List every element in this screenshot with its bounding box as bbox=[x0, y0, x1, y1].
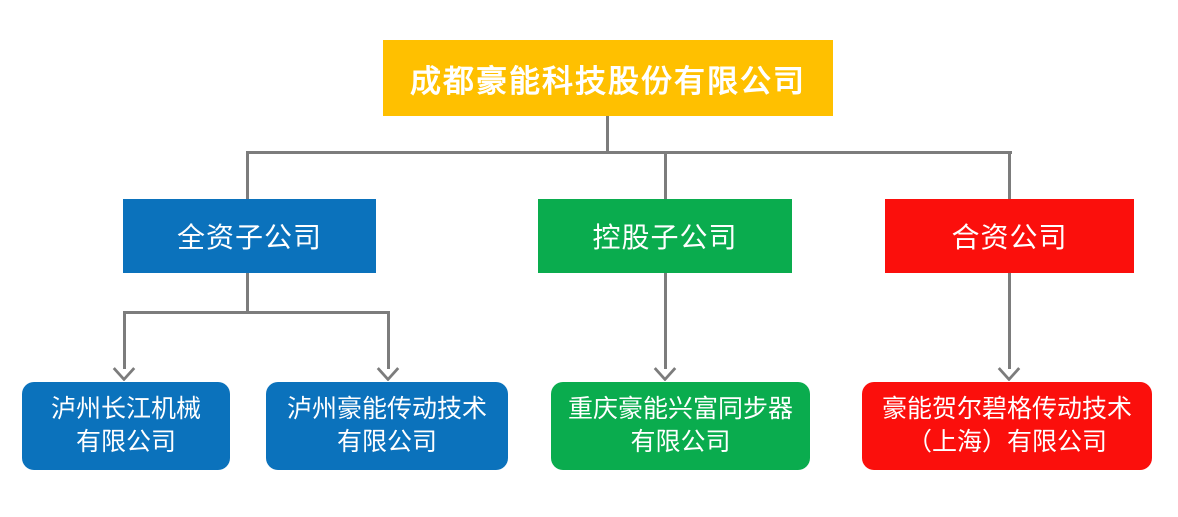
subsidiary-label-line2: 有限公司 bbox=[630, 428, 731, 456]
subsidiary-label-line2: 有限公司 bbox=[336, 428, 437, 456]
subsidiary-label-line2: （上海）有限公司 bbox=[906, 428, 1107, 456]
arrow-down-icon bbox=[653, 367, 677, 381]
subsidiary-label-line1: 泸州长江机械 bbox=[50, 395, 201, 423]
root-company-node: 成都豪能科技股份有限公司 bbox=[383, 40, 833, 116]
connector-level2-bus bbox=[123, 311, 389, 314]
subsidiary-label-line2: 有限公司 bbox=[75, 428, 176, 456]
category-label: 控股子公司 bbox=[592, 222, 738, 253]
arrow-down-icon bbox=[112, 367, 136, 381]
root-company-label: 成都豪能科技股份有限公司 bbox=[410, 63, 806, 99]
category-node-joint-venture: 合资公司 bbox=[885, 199, 1134, 273]
subsidiary-label-line1: 豪能贺尔碧格传动技术 bbox=[881, 395, 1132, 423]
subsidiary-node-hoerbiger-shanghai: 豪能贺尔碧格传动技术 （上海）有限公司 bbox=[862, 382, 1152, 470]
arrow-down-icon bbox=[376, 367, 400, 381]
category-label: 合资公司 bbox=[951, 222, 1068, 253]
connector-drop-holding bbox=[664, 151, 667, 199]
subsidiary-label-line1: 泸州豪能传动技术 bbox=[286, 395, 487, 423]
connector-arrow-sub2-line bbox=[387, 311, 390, 369]
connector-arrow-sub4-line bbox=[1008, 273, 1011, 369]
connector-level1-bus bbox=[246, 151, 1012, 154]
arrow-down-icon bbox=[997, 367, 1021, 381]
connector-arrow-sub1-line bbox=[123, 311, 126, 369]
category-node-wholly-owned: 全资子公司 bbox=[123, 199, 376, 273]
subsidiary-label-line1: 重庆豪能兴富同步器 bbox=[567, 395, 793, 423]
connector-wholly-vertical bbox=[246, 273, 249, 313]
subsidiary-node-chongqing-xingfu: 重庆豪能兴富同步器 有限公司 bbox=[551, 382, 810, 470]
connector-drop-wholly bbox=[246, 151, 249, 199]
connector-drop-joint bbox=[1008, 151, 1011, 199]
connector-root-vertical bbox=[606, 116, 609, 153]
category-node-holding: 控股子公司 bbox=[538, 199, 792, 273]
connector-arrow-sub3-line bbox=[664, 273, 667, 369]
subsidiary-node-luzhou-changjiang: 泸州长江机械 有限公司 bbox=[22, 382, 230, 470]
subsidiary-node-luzhou-haoneng: 泸州豪能传动技术 有限公司 bbox=[266, 382, 508, 470]
category-label: 全资子公司 bbox=[176, 222, 322, 253]
